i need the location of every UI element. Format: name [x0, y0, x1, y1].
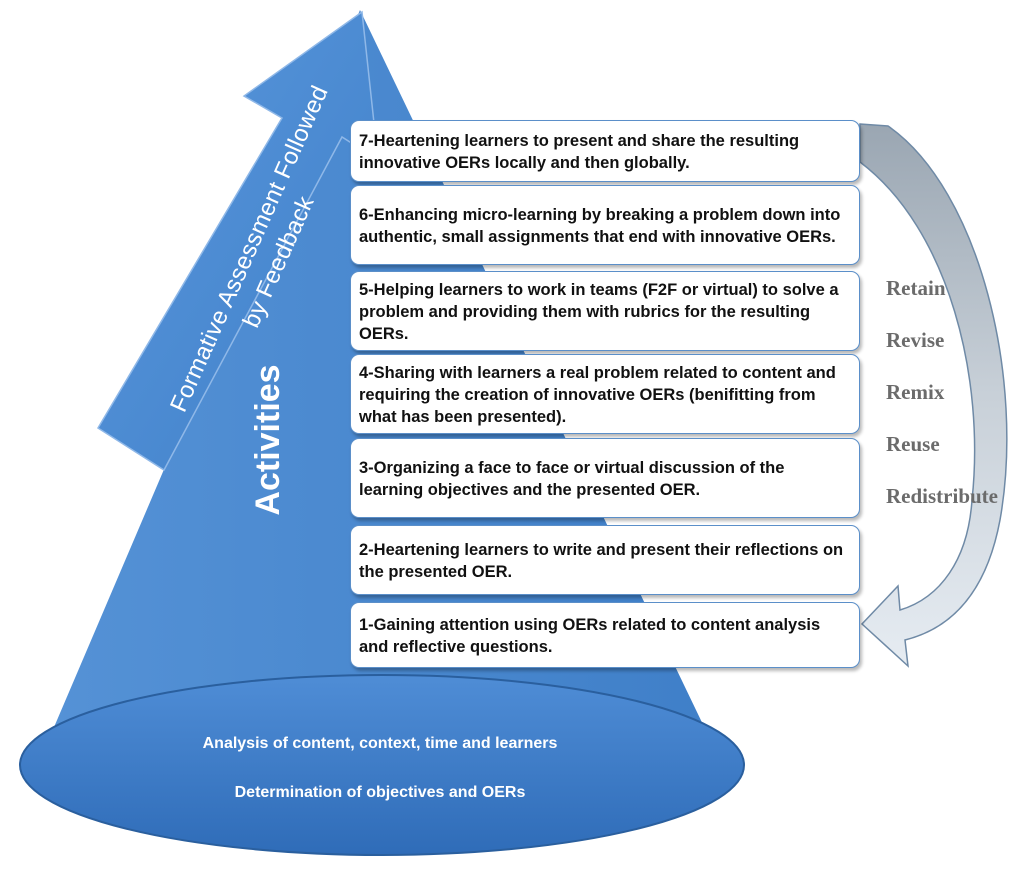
oer-verb-reuse: Reuse [886, 432, 940, 456]
step-text-7: 7-Heartening learners to present and sha… [359, 131, 800, 172]
oer-verb-redistribute: Redistribute [886, 484, 998, 508]
oer-verb-revise: Revise [886, 328, 945, 352]
step-text-2: 2-Heartening learners to write and prese… [359, 540, 844, 581]
step-text-3: 3-Organizing a face to face or virtual d… [359, 458, 785, 499]
step-box-3: 3-Organizing a face to face or virtual d… [350, 438, 860, 518]
step-text-5: 5-Helping learners to work in teams (F2F… [359, 280, 839, 343]
cycle-arrow-shape [859, 123, 1008, 668]
base-text-analysis: Analysis of content, context, time and l… [202, 735, 558, 752]
step-text-6: 6-Enhancing micro-learning by breaking a… [359, 205, 841, 246]
base-ellipse [19, 674, 745, 856]
step-box-7: 7-Heartening learners to present and sha… [350, 120, 860, 182]
step-box-4: 4-Sharing with learners a real problem r… [350, 354, 860, 434]
step-text-4: 4-Sharing with learners a real problem r… [359, 363, 836, 426]
oer-verb-remix: Remix [886, 380, 945, 404]
feedback-arrow-shape [96, 10, 379, 472]
step-box-2: 2-Heartening learners to write and prese… [350, 525, 860, 595]
step-box-6: 6-Enhancing micro-learning by breaking a… [350, 185, 860, 265]
step-text-1: 1-Gaining attention using OERs related t… [359, 615, 821, 656]
base-text-determination: Determination of objectives and OERs [234, 784, 526, 801]
activities-label: Activities [249, 364, 287, 516]
step-box-1: 1-Gaining attention using OERs related t… [350, 602, 860, 668]
oer-verb-retain: Retain [886, 276, 946, 300]
step-box-5: 5-Helping learners to work in teams (F2F… [350, 271, 860, 351]
